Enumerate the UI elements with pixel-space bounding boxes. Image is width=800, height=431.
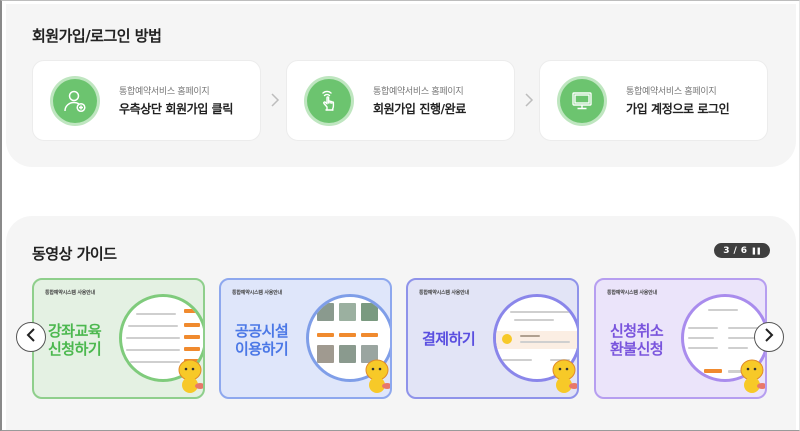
step-label: 우측상단 회원가입 클릭 — [119, 102, 233, 116]
card-title: 신청취소 환불신청 — [610, 322, 664, 358]
video-card-facility-use[interactable]: 통합예약시스템 사용안내 공공시설 이용하기 — [219, 278, 392, 399]
chevron-left-icon — [25, 327, 37, 347]
chevron-right-icon — [522, 90, 536, 110]
chevron-right-icon — [763, 327, 775, 347]
mascot-character-icon — [176, 358, 203, 397]
pager-total: 6 — [740, 245, 748, 256]
step-subtitle: 통합예약서비스 홈페이지 — [626, 87, 717, 97]
section-title: 동영상 가이드 — [32, 245, 117, 263]
card-header: 통합예약시스템 사용안내 — [607, 290, 657, 296]
monitor-icon — [560, 78, 604, 123]
video-card-cancel-refund[interactable]: 통합예약시스템 사용안내 신청취소 환불신청 — [594, 278, 767, 399]
card-title-line2: 이용하기 — [235, 340, 289, 358]
step-label: 회원가입 진행/완료 — [373, 102, 466, 116]
card-title-line1: 신청취소 — [610, 322, 664, 340]
video-card-course-apply[interactable]: 통합예약시스템 사용안내 강좌교육 신청하기 — [32, 278, 205, 399]
step-card-signup-click: 통합예약서비스 홈페이지 우측상단 회원가입 클릭 — [32, 60, 261, 141]
step-label: 가입 계정으로 로그인 — [626, 102, 730, 116]
signup-login-section: 회원가입/로그인 방법 통합예약서비스 홈페이지 우측상단 회원가입 클릭 — [6, 4, 796, 167]
pause-icon[interactable]: ❚❚ — [751, 246, 762, 255]
pager-current: 3 — [723, 245, 730, 256]
video-card-payment[interactable]: 통합예약시스템 사용안내 결제하기 — [406, 278, 579, 399]
card-title: 강좌교육 신청하기 — [48, 322, 102, 358]
chevron-right-icon — [268, 90, 282, 110]
card-title-line2: 신청하기 — [48, 340, 102, 358]
user-add-icon — [53, 78, 97, 123]
carousel-next-button[interactable] — [754, 322, 784, 352]
mascot-character-icon — [550, 358, 577, 397]
step-card-login: 통합예약서비스 홈페이지 가입 계정으로 로그인 — [539, 60, 768, 141]
mascot-character-icon — [738, 358, 765, 397]
step-subtitle: 통합예약서비스 홈페이지 — [119, 87, 210, 97]
card-title-line1: 결제하기 — [422, 330, 476, 348]
slide-pager[interactable]: 3 / 6 ❚❚ — [714, 243, 770, 258]
mascot-character-icon — [363, 358, 390, 397]
tap-hand-icon — [307, 78, 351, 123]
pager-separator: / — [733, 245, 737, 256]
carousel-prev-button[interactable] — [16, 322, 46, 352]
video-guide-section: 동영상 가이드 3 / 6 ❚❚ 통합예약시스템 사용안내 강좌교육 신청하기 — [6, 216, 796, 430]
step-card-signup-complete: 통합예약서비스 홈페이지 회원가입 진행/완료 — [286, 60, 515, 141]
card-title-line2: 환불신청 — [610, 340, 664, 358]
card-header: 통합예약시스템 사용안내 — [232, 290, 282, 296]
card-header: 통합예약시스템 사용안내 — [419, 290, 469, 296]
step-subtitle: 통합예약서비스 홈페이지 — [373, 87, 464, 97]
section-title: 회원가입/로그인 방법 — [32, 27, 162, 45]
card-header: 통합예약시스템 사용안내 — [45, 290, 95, 296]
card-title: 결제하기 — [422, 330, 476, 348]
card-title-line1: 공공시설 — [235, 322, 289, 340]
card-title-line1: 강좌교육 — [48, 322, 102, 340]
card-title: 공공시설 이용하기 — [235, 322, 289, 358]
